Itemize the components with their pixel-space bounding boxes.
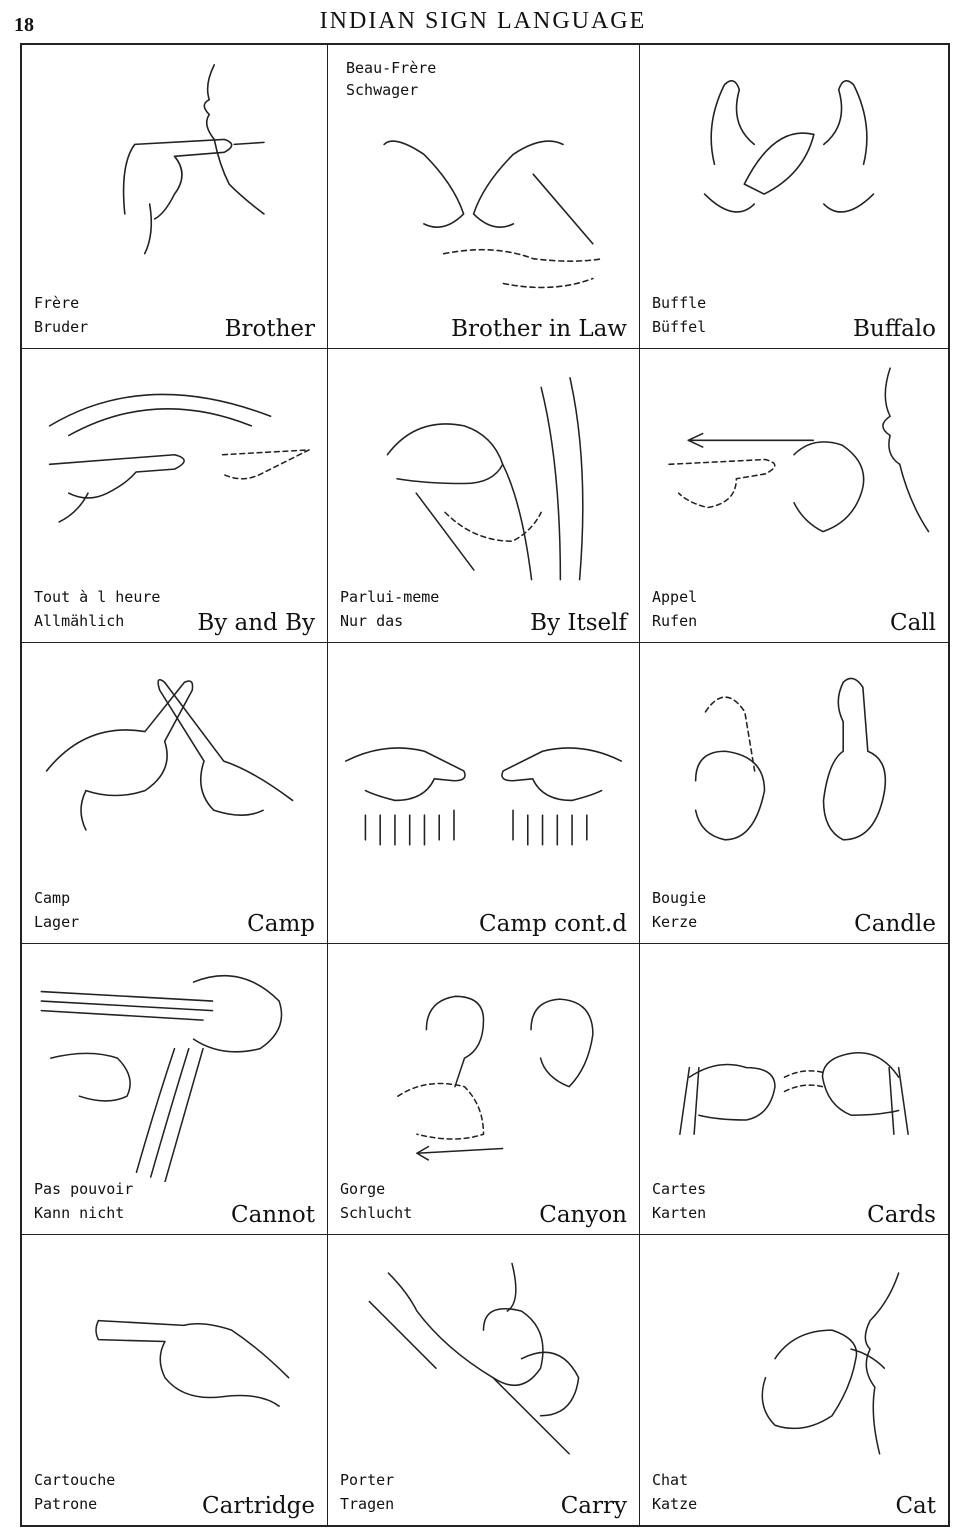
sign-cell-candle: Bougie Kerze Candle [640,643,948,944]
english-label: Camp [247,911,315,937]
german-label: Büffel [652,318,707,336]
label-group: Beau-Frère Schwager [346,57,436,101]
french-label: Buffle [652,294,707,312]
sign-cell-cat: Chat Katze Cat [640,1235,948,1525]
english-label: Candle [854,911,936,937]
french-label: Bougie [652,889,707,907]
english-label: Camp cont.d [479,911,627,937]
page-title: INDIAN SIGN LANGUAGE [319,8,647,34]
german-label: Schlucht [340,1204,413,1222]
crossed-hands-sign-icon [383,140,604,289]
sign-cell-call: Appel Rufen Call [640,349,948,643]
sign-cell-by-itself: Parlui-meme Nur das By Itself [328,349,640,643]
german-label: Katze [652,1495,698,1513]
german-label: Bruder [34,318,89,336]
english-label: Cartridge [202,1493,315,1519]
english-label: Carry [560,1493,627,1519]
german-label: Nur das [340,612,404,630]
two-pointing-hands-sign-icon [344,747,623,846]
sign-cell-canyon: Gorge Schlucht Canyon [328,944,640,1235]
hands-with-horns-sign-icon [703,80,875,213]
english-label: Call [889,610,936,636]
french-label: Cartes [652,1180,707,1198]
french-label: Chat [652,1471,689,1489]
hand-at-mouth-sign-icon [122,64,265,255]
french-label: Gorge [340,1180,386,1198]
german-label: Patrone [34,1495,98,1513]
pointing-arc-sign-icon [48,393,310,523]
crossed-fingers-sign-icon [45,678,294,831]
raised-finger-sign-icon [694,677,887,841]
pointing-finger-sign-icon [95,1319,290,1407]
sign-cell-cards: Cartes Karten Cards [640,944,948,1235]
french-label: Pas pouvoir [34,1180,134,1198]
sign-cell-cannot: Pas pouvoir Kann nicht Cannot [22,944,328,1235]
sign-cell-buffalo: Buffle Büffel Buffalo [640,45,948,349]
sign-cell-camp-continued: Camp cont.d [328,643,640,944]
german-label: Lager [34,913,80,931]
english-label: By and By [197,610,315,636]
german-label: Kann nicht [34,1204,125,1222]
english-label: Cards [867,1202,936,1228]
english-label: By Itself [530,610,627,636]
hand-from-mouth-sign-icon [668,367,930,533]
two-fists-sign-icon [397,995,594,1161]
french-label: Camp [34,889,71,907]
english-label: Canyon [539,1202,627,1228]
german-label: Kerze [652,913,698,931]
german-label: Tragen [340,1495,395,1513]
sign-cell-brother-in-law: Beau-Frère Schwager Brother in Law [328,45,640,349]
sign-cell-by-and-by: Tout à l heure Allmählich By and By [22,349,328,643]
french-label: Parlui-meme [340,588,440,606]
english-label: Buffalo [853,316,936,342]
english-label: Cat [895,1493,936,1519]
french-label: Beau-Frère [346,59,437,77]
english-label: Cannot [230,1202,315,1228]
english-label: Brother [224,316,315,342]
french-label: Tout à l heure [34,588,161,606]
sign-cell-carry: Porter Tragen Carry [328,1235,640,1525]
german-label: Schwager [346,81,419,99]
pinch-at-cheek-sign-icon [761,1272,900,1455]
english-label: Brother in Law [451,316,627,342]
french-label: Porter [340,1471,395,1489]
french-label: Cartouche [34,1471,116,1489]
sign-grid: Frère Bruder Brother Beau-Frère Schwager… [20,43,950,1527]
fist-on-shoulder-sign-icon [368,1262,580,1455]
sign-cell-brother: Frère Bruder Brother [22,45,328,349]
finger-across-palm-sign-icon [40,975,283,1182]
german-label: Rufen [652,612,698,630]
german-label: Allmählich [34,612,125,630]
french-label: Frère [34,294,80,312]
page-number: 18 [14,14,34,36]
dealing-cards-sign-icon [679,1051,909,1135]
french-label: Appel [652,588,698,606]
hand-on-forearm-sign-icon [386,377,584,581]
german-label: Karten [652,1204,707,1222]
sign-cell-camp: Camp Lager Camp [22,643,328,944]
sign-cell-cartridge: Cartouche Patrone Cartridge [22,1235,328,1525]
